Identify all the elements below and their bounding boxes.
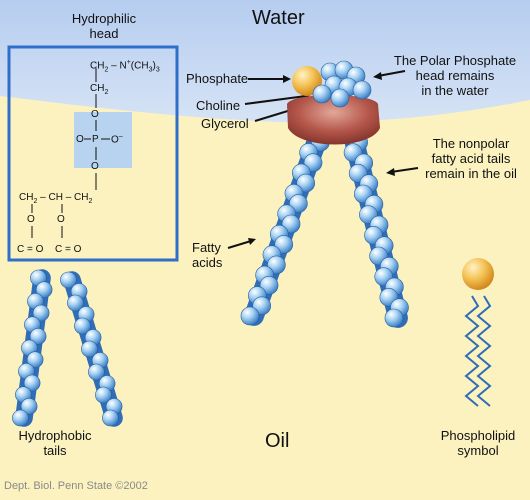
oil-label: Oil	[265, 430, 290, 452]
phospholipid-symbol-line-2: symbol	[457, 443, 499, 458]
tail-bead	[102, 409, 119, 427]
credit-text: Dept. Biol. Penn State ©2002	[4, 480, 148, 492]
hydrophilic-head-line-1: Hydrophilic	[71, 11, 137, 26]
phospholipid-symbol-line-1: Phospholipid	[440, 428, 516, 443]
water-label: Water	[252, 7, 305, 29]
hydrophilic-head-label: Hydrophilic head	[62, 11, 146, 41]
phosphate-highlight	[74, 112, 132, 168]
choline-bead	[330, 88, 350, 108]
hydrophobic-tail-left	[12, 269, 53, 427]
hydrophobic-tails-illustration	[12, 269, 123, 427]
symbol-tail-left	[464, 295, 480, 407]
fatty-acid-tail-right	[338, 122, 409, 328]
formula-box	[7, 45, 179, 262]
symbol-head	[462, 258, 494, 290]
formula-bonds	[31, 68, 110, 238]
formula-o-bottom: O	[91, 161, 99, 172]
nonpolar-tails-label: The nonpolar fatty acid tails remain in …	[412, 136, 530, 181]
choline-group	[312, 60, 372, 108]
tail-bead	[81, 340, 98, 358]
polar-head-line-3: in the water	[421, 83, 489, 98]
tail-bead	[23, 374, 41, 392]
fatty-acids-label: Fatty acids	[192, 240, 222, 270]
tail-bead	[29, 328, 47, 345]
leader-lines	[227, 70, 419, 249]
phosphate-label: Phosphate	[186, 71, 249, 86]
formula-glycerol-chain: CH2 – CH – CH2	[19, 192, 93, 205]
nonpolar-tails-line-3: remain in the oil	[425, 166, 517, 181]
choline-bead	[312, 84, 332, 104]
tail-bead	[384, 308, 404, 328]
hydrophobic-tails-line-1: Hydrophobic	[18, 428, 92, 443]
formula-carbonyl-1: C = O	[17, 244, 44, 255]
tail-bead	[67, 294, 84, 312]
tail-bead	[95, 386, 112, 404]
polar-head-line-2: head remains	[415, 68, 495, 83]
formula-o-left: O	[76, 134, 84, 145]
symbol-tail-right	[476, 295, 492, 407]
polar-head-label: The Polar Phosphate head remains in the …	[380, 53, 530, 98]
choline-label: Choline	[196, 98, 241, 113]
hydrophobic-tails-line-2: tails	[43, 443, 67, 458]
tail-bead	[74, 317, 91, 335]
phosphate-ball	[292, 66, 322, 96]
nonpolar-tails-line-1: The nonpolar	[432, 136, 510, 151]
tail-bead	[20, 398, 38, 415]
fatty-acids-line-2: acids	[192, 255, 223, 270]
tail-bead	[240, 306, 260, 326]
tail-bead	[88, 363, 105, 381]
formula-o-minus: O–	[111, 133, 123, 146]
tail-bead	[12, 409, 29, 427]
choline-bead	[352, 80, 372, 100]
glycerol-label: Glycerol	[201, 116, 249, 131]
formula-p: P	[92, 134, 99, 145]
fatty-acid-tail-left	[240, 122, 330, 326]
phospholipid-molecule	[240, 60, 409, 328]
hydrophobic-tails-label: Hydrophobic tails	[7, 428, 103, 458]
tail-bead	[60, 271, 77, 289]
hydrophobic-tail-right	[60, 271, 123, 427]
tail-bead	[35, 281, 53, 298]
formula-o-ester-1: O	[27, 214, 35, 225]
phospholipid-symbol-illustration	[462, 258, 494, 407]
tail-bead	[26, 351, 44, 368]
water-region	[0, 0, 530, 123]
phospholipid-symbol-label: Phospholipid symbol	[428, 428, 528, 458]
tail-bead	[32, 304, 50, 322]
formula-o-ester-2: O	[57, 214, 65, 225]
nonpolar-tails-line-2: fatty acid tails	[431, 151, 511, 166]
hydrophilic-head-line-2: head	[89, 26, 119, 41]
fatty-acids-line-1: Fatty	[192, 240, 221, 255]
glycerol-block	[287, 95, 380, 145]
formula-carbonyl-2: C = O	[55, 244, 82, 255]
formula-o-top: O	[91, 109, 99, 120]
formula-ch2: CH2	[90, 83, 109, 96]
formula-choline-group: CH2 – N+(CH3)3	[90, 59, 160, 74]
polar-head-line-1: The Polar Phosphate	[393, 53, 517, 68]
